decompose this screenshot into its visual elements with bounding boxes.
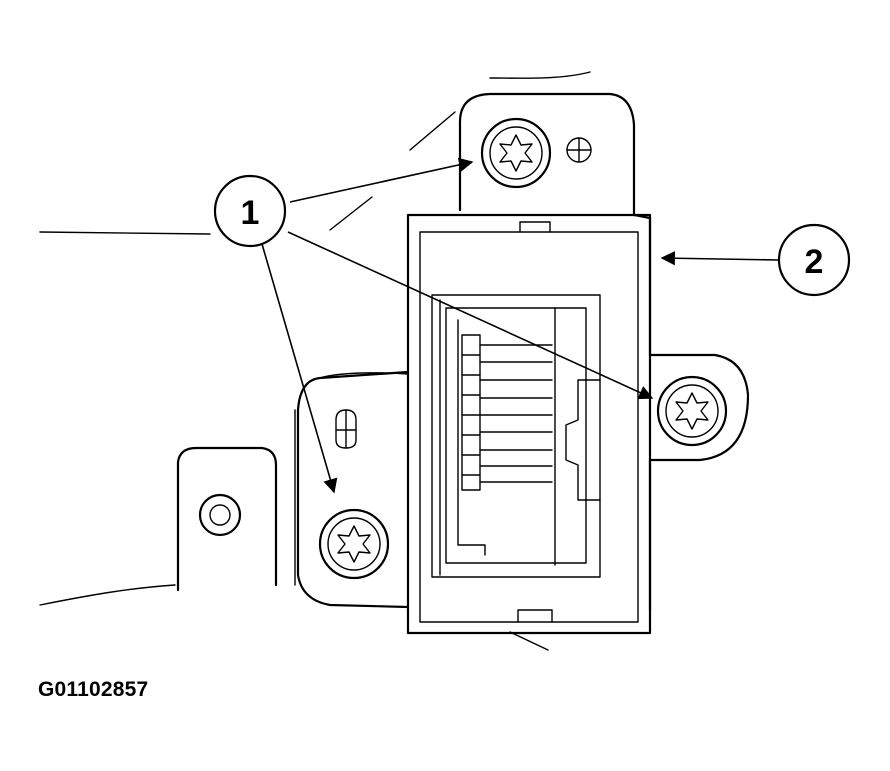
- side-mounting-tab: [176, 446, 278, 592]
- callout-2: 2: [777, 223, 851, 297]
- relay-module: [406, 213, 652, 635]
- callout-1: 1: [213, 174, 287, 248]
- torx-screw-left: [318, 508, 390, 580]
- connector-pins: [461, 334, 553, 491]
- alignment-mark-left: [335, 409, 357, 449]
- torx-screw-right: [656, 375, 728, 447]
- callout-1-label: 1: [241, 194, 260, 232]
- callout-2-label: 2: [805, 243, 824, 281]
- figure-id: G01102857: [38, 678, 149, 701]
- surrounding-structure: [39, 71, 591, 651]
- mounting-bracket: [294, 92, 750, 612]
- alignment-mark-top: [566, 137, 592, 163]
- torx-screw-top: [480, 117, 552, 189]
- callout-2-leader: [660, 251, 779, 266]
- callout-1-leaders: [261, 157, 654, 494]
